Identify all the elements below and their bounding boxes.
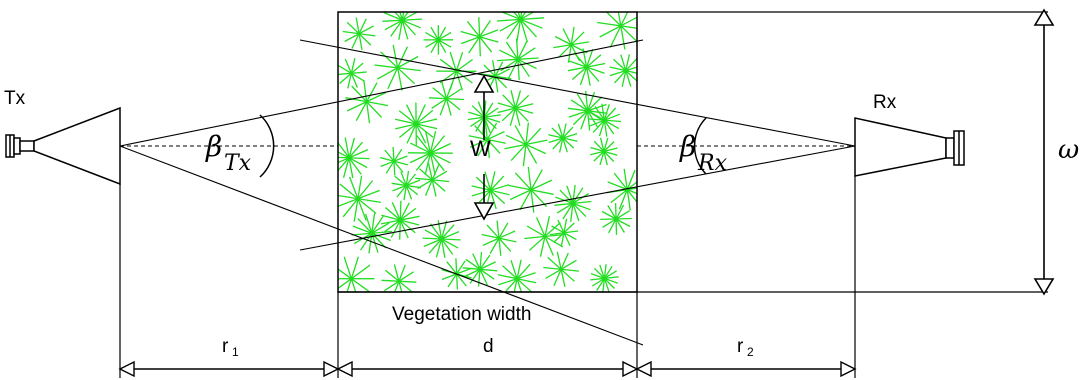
omega-label: ω — [1058, 135, 1079, 165]
foliage-stroke — [618, 169, 636, 210]
beta-rx-symbol: β — [679, 130, 696, 163]
foliage-stroke — [399, 200, 402, 240]
foliage-stroke — [551, 127, 575, 149]
foliage-stroke — [347, 58, 356, 89]
r2-label: r — [737, 336, 744, 357]
foliage-stroke — [430, 26, 447, 53]
foliage-stroke — [599, 264, 610, 292]
foliage-stroke — [588, 113, 621, 127]
bottom-dimension-arrows — [118, 360, 857, 378]
foliage-stroke — [343, 256, 357, 292]
foliage-stroke — [417, 170, 448, 190]
foliage-stroke — [553, 222, 575, 243]
rx-label: Rx — [873, 92, 897, 113]
foliage-stroke — [394, 12, 416, 36]
foliage-stroke — [396, 173, 417, 198]
w-dimension-arrow — [473, 74, 495, 221]
foliage-stroke — [355, 82, 378, 122]
foliage-stroke — [338, 141, 363, 172]
r2-subscript: 2 — [747, 345, 754, 359]
foliage-stroke — [545, 259, 577, 279]
tx-label: Tx — [4, 88, 26, 109]
foliage-stroke — [469, 131, 505, 148]
foliage-stroke — [464, 261, 496, 278]
foliage-stroke — [483, 64, 508, 89]
foliage-stroke — [614, 203, 618, 235]
foliage-stroke — [428, 97, 465, 101]
omega-dimension-arrow — [1033, 8, 1055, 296]
foliage-stroke — [504, 139, 548, 150]
foliage-stroke — [576, 93, 599, 129]
foliage-stroke — [353, 175, 363, 222]
foliage-stroke — [599, 137, 609, 166]
d-label: d — [483, 336, 494, 357]
tx-antenna — [5, 106, 121, 186]
foliage-stroke — [359, 215, 384, 251]
foliage-stroke — [605, 12, 637, 43]
foliage-stroke — [573, 52, 600, 82]
foliage-stroke — [380, 155, 408, 168]
foliage-stroke — [504, 263, 531, 292]
r1-label: r — [222, 336, 229, 357]
beta-rx-subscript: Rx — [697, 151, 728, 176]
foliage-stroke — [429, 223, 454, 255]
beta-tx-symbol: β — [205, 130, 222, 163]
foliage-stroke — [466, 20, 493, 53]
foliage-stroke — [346, 21, 372, 46]
beam-lines — [119, 39, 856, 346]
foliage-stroke — [486, 224, 512, 252]
foliage-stroke — [496, 17, 545, 22]
beta-rx-arc — [693, 117, 707, 175]
r1-subscript: 1 — [232, 345, 239, 359]
foliage-stroke — [439, 58, 473, 84]
foliage-stroke — [374, 64, 421, 72]
beta-tx-arc — [259, 114, 275, 178]
foliage-stroke — [497, 103, 534, 114]
foliage-stroke — [476, 175, 505, 205]
foliage-stroke — [384, 269, 413, 292]
foliage-stroke — [515, 38, 520, 81]
foliage-stroke — [524, 233, 566, 240]
foliage-stroke — [527, 166, 535, 213]
w-label: W — [470, 136, 491, 161]
beta-tx-subscript: Tx — [224, 151, 252, 176]
rx-antenna — [854, 117, 965, 177]
vegetation-width-label: Vegetation width — [392, 304, 531, 325]
